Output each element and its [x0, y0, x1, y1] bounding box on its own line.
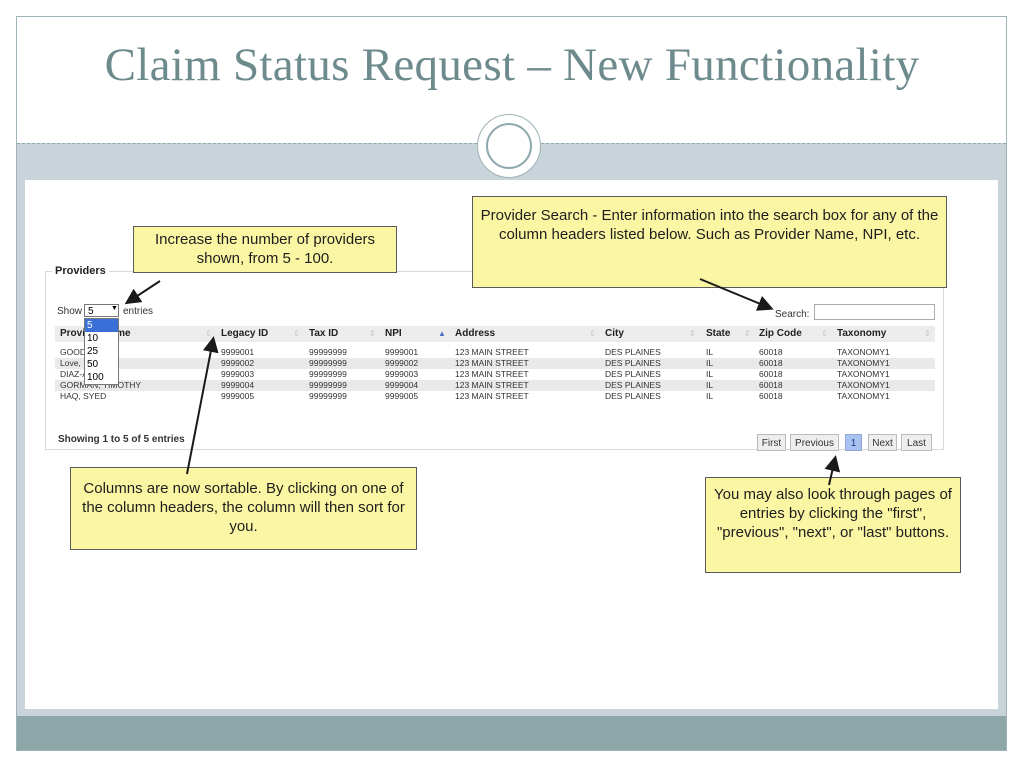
column-header-state[interactable]: State	[706, 328, 731, 339]
providers-table-header: Provider Name ⇕ Legacy ID ⇕ Tax ID ⇕ NPI…	[55, 326, 935, 342]
sort-ascending-icon[interactable]: ▲	[438, 329, 446, 338]
slide-title: Claim Status Request – New Functionality	[104, 39, 920, 91]
callout-sortable: Columns are now sortable. By clicking on…	[70, 467, 417, 550]
sort-icon[interactable]: ⇕	[589, 329, 596, 338]
cell-state: IL	[706, 369, 714, 379]
pager-last-button[interactable]: Last	[901, 434, 932, 451]
sort-icon[interactable]: ⇕	[689, 329, 696, 338]
search-label: Search:	[775, 309, 810, 320]
page-size-option[interactable]: 5	[85, 319, 118, 332]
pager-first-button[interactable]: First	[757, 434, 786, 451]
cell-taxonomy: TAXONOMY1	[837, 347, 890, 357]
cell-npi: 9999002	[385, 358, 419, 368]
sort-icon[interactable]: ⇕	[924, 329, 931, 338]
cell-address: 123 MAIN STREET	[455, 369, 529, 379]
cell-npi: 9999005	[385, 391, 419, 401]
cell-city: DES PLAINES	[605, 347, 661, 357]
column-header-city[interactable]: City	[605, 328, 624, 339]
column-header-tax-id[interactable]: Tax ID	[309, 328, 339, 339]
cell-zip-code: 60018	[759, 358, 783, 368]
callout-paging: You may also look through pages of entri…	[705, 477, 961, 573]
cell-taxonomy: TAXONOMY1	[837, 369, 890, 379]
chevron-down-icon[interactable]: ▼	[111, 305, 118, 312]
cell-provider-name: HAQ, SYED	[60, 391, 107, 401]
page-size-option[interactable]: 50	[87, 359, 99, 370]
column-header-zip-code[interactable]: Zip Code	[759, 328, 802, 339]
cell-city: DES PLAINES	[605, 391, 661, 401]
cell-legacy-id: 9999003	[221, 369, 255, 379]
sort-icon[interactable]: ⇕	[369, 329, 376, 338]
page-size-option[interactable]: 100	[87, 372, 104, 383]
page-size-option[interactable]: 25	[87, 346, 99, 357]
pager-next-button[interactable]: Next	[868, 434, 897, 451]
cell-zip-code: 60018	[759, 380, 783, 390]
cell-tax-id: 99999999	[309, 347, 347, 357]
page-size-option[interactable]: 10	[87, 333, 99, 344]
sort-icon[interactable]: ⇕	[205, 329, 212, 338]
table-row: Love, 9999002 99999999 9999002 123 MAIN …	[55, 358, 935, 369]
search-input[interactable]	[814, 304, 935, 320]
cell-city: DES PLAINES	[605, 358, 661, 368]
cell-tax-id: 99999999	[309, 380, 347, 390]
cell-provider-name: Love,	[60, 358, 81, 368]
callout-search: Provider Search - Enter information into…	[472, 196, 947, 288]
cell-address: 123 MAIN STREET	[455, 391, 529, 401]
cell-legacy-id: 9999005	[221, 391, 255, 401]
sort-icon[interactable]: ⇕	[821, 329, 828, 338]
callout-page-size: Increase the number of providers shown, …	[133, 226, 397, 273]
title-rule-right	[541, 143, 1006, 144]
pager-previous-button[interactable]: Previous	[790, 434, 839, 451]
table-row: GORMAN, TIMOTHY 9999004 99999999 9999004…	[55, 380, 935, 391]
cell-state: IL	[706, 380, 714, 390]
showing-entries-info: Showing 1 to 5 of 5 entries	[58, 434, 185, 445]
title-circle-ornament	[477, 114, 541, 178]
page-size-select[interactable]: 5	[84, 304, 119, 317]
title-rule-left	[17, 143, 477, 144]
cell-taxonomy: TAXONOMY1	[837, 391, 890, 401]
cell-provider-name: GOOD,	[60, 347, 89, 357]
column-header-npi[interactable]: NPI	[385, 328, 402, 339]
sort-icon[interactable]: ⇕	[293, 329, 300, 338]
pager-page-button[interactable]: 1	[845, 434, 862, 451]
column-header-taxonomy[interactable]: Taxonomy	[837, 328, 887, 339]
footer-bar	[17, 716, 1006, 750]
cell-legacy-id: 9999001	[221, 347, 255, 357]
table-row: DIAZ-ALBERT 9999003 99999999 9999003 123…	[55, 369, 935, 380]
cell-legacy-id: 9999004	[221, 380, 255, 390]
cell-npi: 9999004	[385, 380, 419, 390]
cell-npi: 9999001	[385, 347, 419, 357]
column-header-address[interactable]: Address	[455, 328, 496, 339]
providers-legend: Providers	[52, 265, 109, 277]
cell-tax-id: 99999999	[309, 369, 347, 379]
cell-zip-code: 60018	[759, 347, 783, 357]
cell-tax-id: 99999999	[309, 391, 347, 401]
cell-city: DES PLAINES	[605, 380, 661, 390]
cell-tax-id: 99999999	[309, 358, 347, 368]
page-size-dropdown[interactable]: 5 10 25 50 100	[84, 318, 119, 385]
cell-state: IL	[706, 347, 714, 357]
cell-city: DES PLAINES	[605, 369, 661, 379]
cell-address: 123 MAIN STREET	[455, 380, 529, 390]
table-row: GOOD, 9999001 99999999 9999001 123 MAIN …	[55, 347, 935, 358]
cell-state: IL	[706, 358, 714, 368]
entries-label: entries	[123, 306, 154, 317]
show-label: Show	[57, 306, 83, 317]
cell-state: IL	[706, 391, 714, 401]
cell-taxonomy: TAXONOMY1	[837, 358, 890, 368]
cell-taxonomy: TAXONOMY1	[837, 380, 890, 390]
cell-address: 123 MAIN STREET	[455, 358, 529, 368]
cell-zip-code: 60018	[759, 369, 783, 379]
cell-address: 123 MAIN STREET	[455, 347, 529, 357]
column-header-legacy-id[interactable]: Legacy ID	[221, 328, 269, 339]
sort-icon[interactable]: ⇕	[744, 329, 751, 338]
cell-provider-name: GORMAN, TIMOTHY	[60, 380, 142, 390]
cell-zip-code: 60018	[759, 391, 783, 401]
cell-legacy-id: 9999002	[221, 358, 255, 368]
table-row: HAQ, SYED 9999005 99999999 9999005 123 M…	[55, 391, 935, 402]
cell-npi: 9999003	[385, 369, 419, 379]
